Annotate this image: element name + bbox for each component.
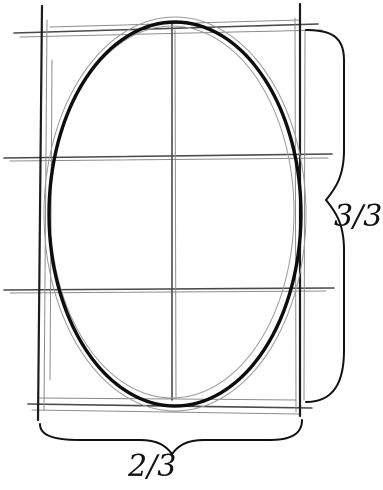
- lower-third-line-light: [10, 291, 326, 293]
- width-ratio-label: 2/3: [127, 449, 176, 484]
- upper-third-line-light: [10, 158, 328, 161]
- right-guide-line-light: [295, 18, 296, 412]
- top-guide-line: [14, 24, 318, 33]
- construction-lines: [4, 4, 334, 420]
- height-ratio-label: 3/3: [334, 199, 382, 234]
- center-guide-line-light: [175, 30, 176, 398]
- right-guide-line-faint: [304, 30, 305, 400]
- left-guide-line: [38, 6, 42, 420]
